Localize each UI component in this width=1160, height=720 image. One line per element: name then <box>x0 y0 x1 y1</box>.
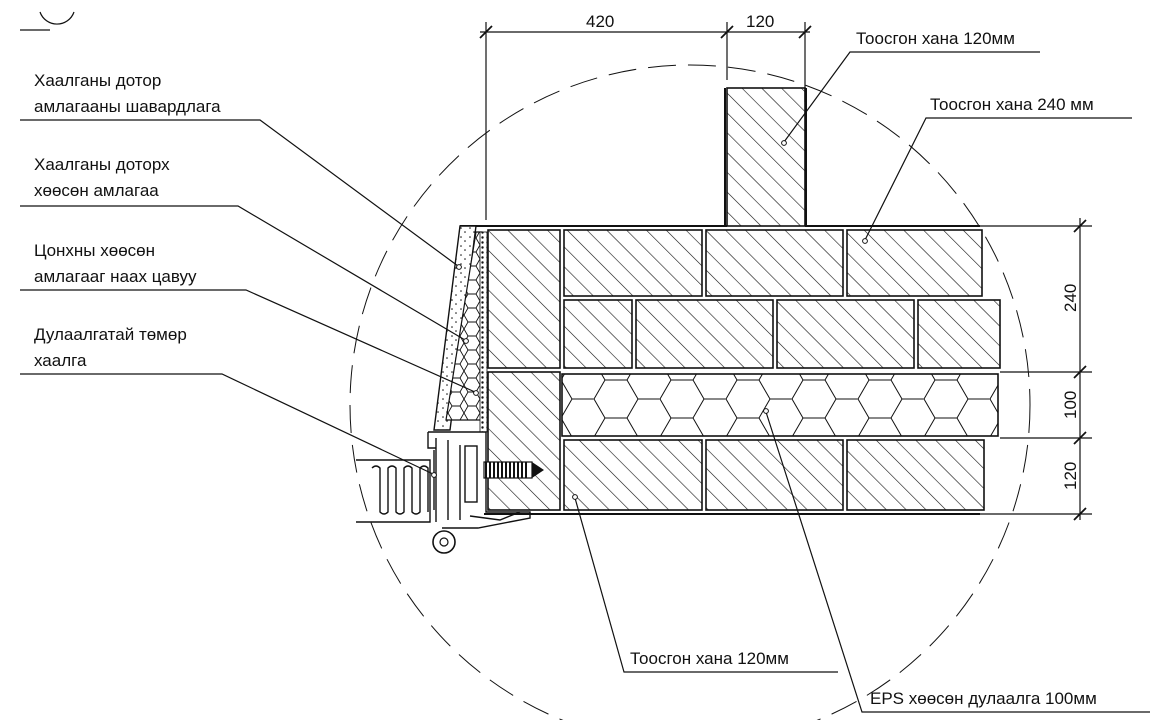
brick-course-1 <box>487 229 983 369</box>
dimension-100: 100 <box>1061 391 1080 419</box>
brick-jamb-lower <box>487 371 561 511</box>
anchor-screw <box>483 461 544 479</box>
label-door-foam: Хаалганы доторх хөөсөн амлагаа <box>20 155 469 344</box>
label-brick-wall-120-top: Тоосгон хана 120мм <box>781 29 1040 146</box>
svg-text:Тоосгон хана 240 мм: Тоосгон хана 240 мм <box>930 95 1094 114</box>
dimension-420: 420 <box>586 12 614 31</box>
dimension-120-top: 120 <box>746 12 774 31</box>
brick-wall-120-top <box>726 87 806 227</box>
brick-course-3 <box>563 439 985 511</box>
label-brick-wall-120-bottom: Тоосгон хана 120мм <box>572 494 838 673</box>
svg-text:Дулаалгатай төмөр: Дулаалгатай төмөр <box>34 325 187 344</box>
hinge-wheel <box>432 530 456 554</box>
svg-text:Хаалганы дотор: Хаалганы дотор <box>34 71 161 90</box>
eps-insulation <box>561 373 999 437</box>
brick-course-2 <box>563 299 1001 369</box>
right-dimensions <box>980 218 1092 521</box>
wall-outline <box>460 225 980 515</box>
top-dimensions <box>479 22 812 220</box>
section-marker-fragment <box>39 11 75 25</box>
insulated-steel-door-leaf <box>356 450 435 523</box>
steel-door-frame <box>427 431 531 529</box>
dimension-240: 240 <box>1061 284 1080 312</box>
svg-text:хөөсөн амлагаа: хөөсөн амлагаа <box>34 181 159 200</box>
label-door-plaster: Хаалганы дотор амлагааны шавардлага <box>20 71 462 270</box>
label-brick-wall-240: Тоосгон хана 240 мм <box>862 95 1132 244</box>
foam-adhesive-strip <box>479 231 488 433</box>
svg-text:амлагааг наах цавуу: амлагааг наах цавуу <box>34 267 197 286</box>
label-eps-insulation: EPS хөөсөн дулаалга 100мм <box>763 408 1150 713</box>
label-steel-door: Дулаалгатай төмөр хаалга <box>20 325 437 478</box>
label-foam-adhesive: Цонхны хөөсөн амлагааг наах цавуу <box>20 241 479 396</box>
svg-text:Хаалганы доторх: Хаалганы доторх <box>34 155 170 174</box>
detail-circle <box>349 64 1031 720</box>
dimension-120-right: 120 <box>1061 462 1080 490</box>
svg-text:Цонхны хөөсөн: Цонхны хөөсөн <box>34 241 155 260</box>
svg-text:Тоосгон хана 120мм: Тоосгон хана 120мм <box>630 649 789 668</box>
svg-text:Тоосгон хана 120мм: Тоосгон хана 120мм <box>856 29 1015 48</box>
svg-text:хаалга: хаалга <box>34 351 87 370</box>
svg-text:амлагааны шавардлага: амлагааны шавардлага <box>34 97 221 116</box>
svg-text:EPS хөөсөн дулаалга 100мм: EPS хөөсөн дулаалга 100мм <box>870 689 1097 708</box>
